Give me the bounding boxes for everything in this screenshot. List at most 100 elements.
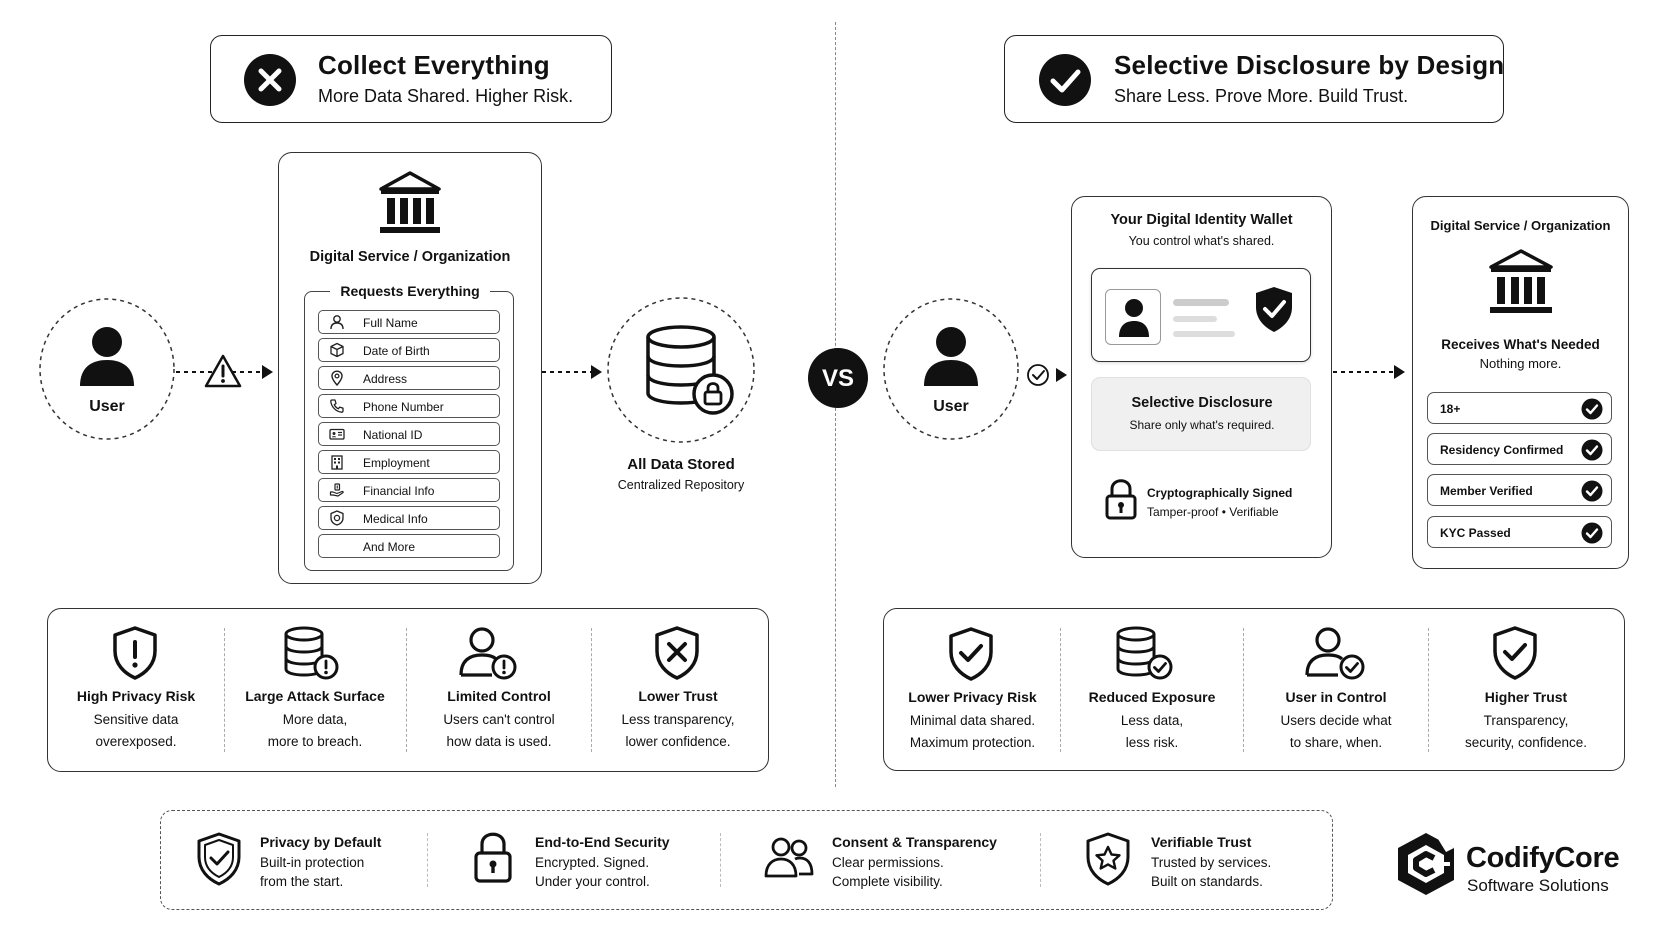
shield-exclamation-icon [113, 626, 157, 680]
user-icon [80, 327, 134, 386]
left-org-title: Digital Service / Organization [309, 249, 511, 265]
left-header-title: Collect Everything [318, 50, 550, 80]
attribute-label: Residency Confirmed [1440, 443, 1564, 457]
x-circle-icon [244, 54, 296, 106]
feature-divider [1040, 833, 1041, 887]
request-item-label: Employment [363, 456, 430, 470]
feature-divider [427, 833, 428, 887]
feature-title: Privacy by Default [260, 834, 382, 850]
database-check-icon [1116, 626, 1173, 680]
request-item-label: Phone Number [363, 400, 444, 414]
risk-high-privacy: High Privacy Risk Sensitive data overexp… [56, 688, 216, 753]
right-arrow-wallet-to-org [1333, 365, 1405, 379]
risk-desc-line2: more to breach. [267, 734, 363, 749]
request-item-label: National ID [363, 428, 423, 442]
lock-icon [1105, 479, 1137, 520]
identity-credential-card [1091, 268, 1311, 362]
cube-icon [330, 342, 344, 358]
request-item-national-id: National ID [318, 422, 500, 446]
benefit-divider [1243, 628, 1244, 752]
lock-icon [474, 832, 512, 883]
feature-title: Verifiable Trust [1151, 834, 1252, 850]
credential-line [1173, 316, 1217, 322]
right-user-label: User [933, 398, 969, 415]
requests-title: Requests Everything [330, 283, 490, 299]
id-card-icon [329, 428, 345, 440]
attribute-residency-confirmed: Residency Confirmed [1427, 433, 1612, 465]
shield-check-icon [1493, 626, 1537, 680]
shield-check-icon [1256, 287, 1292, 332]
vs-badge: VS [808, 348, 868, 408]
storage-circle [607, 297, 755, 443]
request-item-label: Address [363, 372, 408, 386]
request-item-and-more: And More [318, 534, 500, 558]
signed-subtitle: Tamper-proof • Verifiable [1147, 505, 1279, 519]
request-item-label: Financial Info [363, 484, 435, 498]
risk-title: Limited Control [447, 688, 551, 704]
attribute-18-plus: 18+ [1427, 392, 1612, 424]
risk-lower-trust: Lower Trust Less transparency, lower con… [597, 688, 759, 753]
benefit-desc-line2: less risk. [1125, 735, 1179, 750]
attribute-kyc-passed: KYC Passed [1427, 516, 1612, 548]
users-icon [764, 837, 814, 878]
feature-title: Consent & Transparency [832, 834, 997, 850]
risk-divider [406, 628, 407, 752]
right-org-title: Digital Service / Organization [1430, 218, 1611, 233]
database-lock-icon [646, 325, 734, 415]
left-risks-panel [47, 608, 769, 772]
risk-divider [591, 628, 592, 752]
brand-name: CodifyCore [1466, 842, 1620, 874]
request-item-label: Full Name [363, 316, 418, 330]
left-user-label: User [89, 398, 125, 415]
risk-limited-control: Limited Control Users can't control how … [412, 688, 586, 753]
warning-triangle-icon [204, 354, 242, 388]
risk-desc-line1: Users can't control [443, 712, 555, 727]
feature-desc-line2: from the start. [260, 874, 344, 889]
benefit-desc-line2: security, confidence. [1464, 735, 1588, 750]
phone-icon [330, 399, 344, 413]
shield-star-icon [1086, 832, 1130, 886]
receives-title: Receives What's Needed [1441, 337, 1600, 352]
request-item-employment: Employment [318, 450, 500, 474]
benefit-desc-line1: Users decide what [1280, 713, 1392, 728]
selective-disclosure-title: Selective Disclosure [1131, 395, 1273, 411]
risk-large-attack-surface: Large Attack Surface More data, more to … [230, 688, 400, 753]
bank-icon [1489, 249, 1553, 313]
risk-desc-line1: More data, [282, 712, 348, 727]
benefit-title: Higher Trust [1484, 689, 1568, 705]
wallet-subtitle: You control what's shared. [1128, 234, 1275, 248]
right-header: Selective Disclosure by Design Share Les… [1004, 35, 1504, 123]
right-benefits-panel [883, 608, 1625, 771]
benefit-desc-line1: Transparency, [1483, 713, 1569, 728]
vs-label: VS [821, 365, 854, 392]
benefit-title: User in Control [1285, 689, 1387, 705]
attribute-label: 18+ [1440, 402, 1461, 416]
right-user-node: User [882, 297, 1020, 441]
medical-shield-icon [330, 510, 344, 526]
user-alert-icon [459, 627, 517, 680]
risk-desc-line2: lower confidence. [625, 734, 731, 749]
signed-title: Cryptographically Signed [1147, 486, 1293, 500]
user-check-icon [1305, 627, 1365, 680]
request-item-address: Address [318, 366, 500, 390]
benefit-title: Reduced Exposure [1088, 689, 1216, 705]
risk-desc-line2: overexposed. [95, 734, 177, 749]
feature-divider [720, 833, 721, 887]
features-strip [160, 810, 1333, 910]
request-item-phone-number: Phone Number [318, 394, 500, 418]
building-icon [331, 455, 343, 470]
right-header-subtitle: Share Less. Prove More. Build Trust. [1114, 86, 1409, 106]
benefit-divider [1428, 628, 1429, 752]
check-circle-icon [1039, 54, 1091, 106]
shield-check-icon [949, 627, 993, 681]
right-arrow-user-to-wallet [1027, 364, 1067, 386]
shield-x-icon [655, 626, 699, 680]
credential-line [1173, 331, 1235, 337]
check-circle-icon [1581, 439, 1603, 461]
risk-title: Lower Trust [638, 688, 718, 704]
benefit-higher-trust: Higher Trust Transparency, security, con… [1434, 689, 1618, 754]
location-pin-icon [331, 370, 343, 386]
risk-title: High Privacy Risk [76, 688, 196, 704]
feature-desc-line1: Clear permissions. [832, 855, 944, 870]
user-icon [924, 327, 978, 386]
